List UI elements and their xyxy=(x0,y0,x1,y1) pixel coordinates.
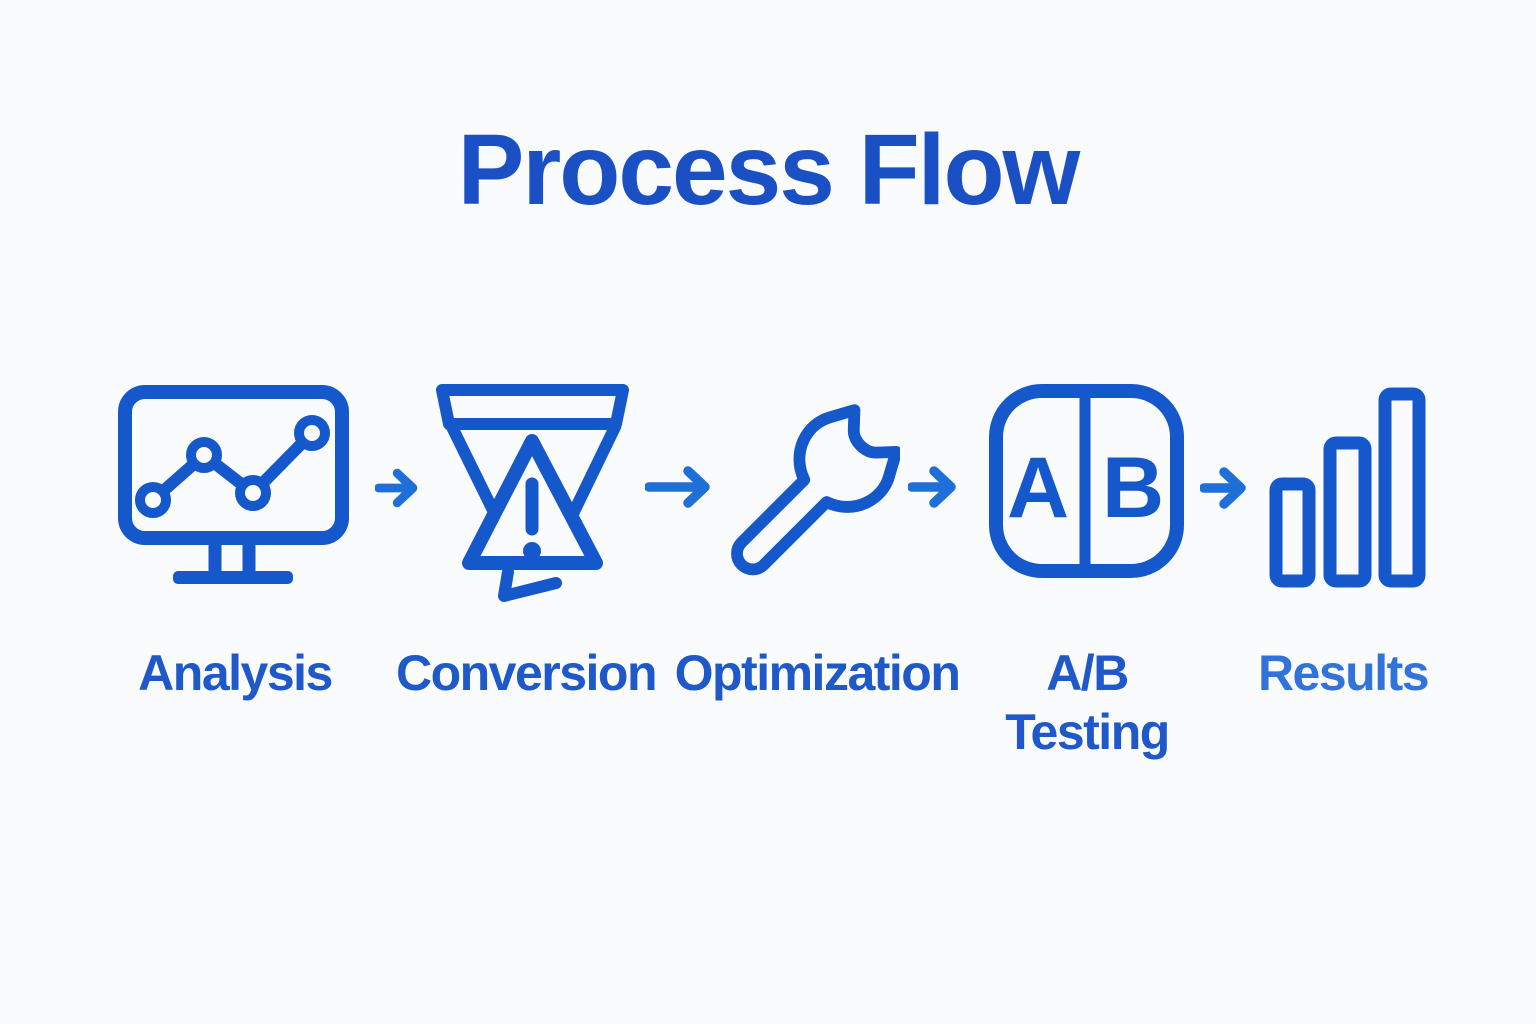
arrow-right-icon xyxy=(645,466,710,508)
step-label-analysis: Analysis xyxy=(138,645,333,701)
arrow-right-icon xyxy=(908,466,956,508)
arrow-right-icon xyxy=(1200,467,1246,509)
step-label-optimization: Optimization xyxy=(674,645,961,701)
ab-letter-a: A xyxy=(1007,440,1069,536)
ab-test-icon: A B xyxy=(989,384,1184,578)
step-label-conversion: Conversion xyxy=(395,645,658,701)
monitor-line-chart-icon xyxy=(118,385,349,584)
step-label-results: Results xyxy=(1257,645,1430,701)
ab-letter-b: B xyxy=(1102,440,1164,536)
page-title: Process Flow xyxy=(457,114,1081,226)
wrench-icon xyxy=(731,404,900,576)
arrow-right-icon xyxy=(375,468,418,508)
funnel-warning-icon xyxy=(436,384,629,602)
bar-chart-icon xyxy=(1269,387,1426,588)
step-label-ab-testing: A/B Testing xyxy=(1005,645,1170,760)
